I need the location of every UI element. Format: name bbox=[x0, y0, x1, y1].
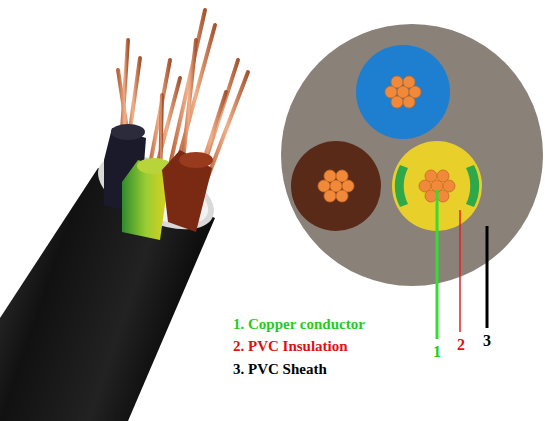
callout-number: 2 bbox=[457, 336, 465, 354]
conductor-strands bbox=[318, 76, 455, 202]
leader-line bbox=[436, 190, 439, 339]
legend-text: 2. PVC Insulation bbox=[233, 338, 348, 355]
callout-number: 1 bbox=[433, 343, 441, 361]
legend-text: 1. Copper conductor bbox=[233, 316, 365, 333]
cable-cores bbox=[104, 124, 213, 240]
callout-number: 3 bbox=[483, 332, 491, 350]
legend-text: 3. PVC Sheath bbox=[233, 361, 327, 378]
cross-section bbox=[281, 24, 543, 286]
leader-line bbox=[459, 210, 461, 332]
leader-line bbox=[486, 226, 489, 328]
